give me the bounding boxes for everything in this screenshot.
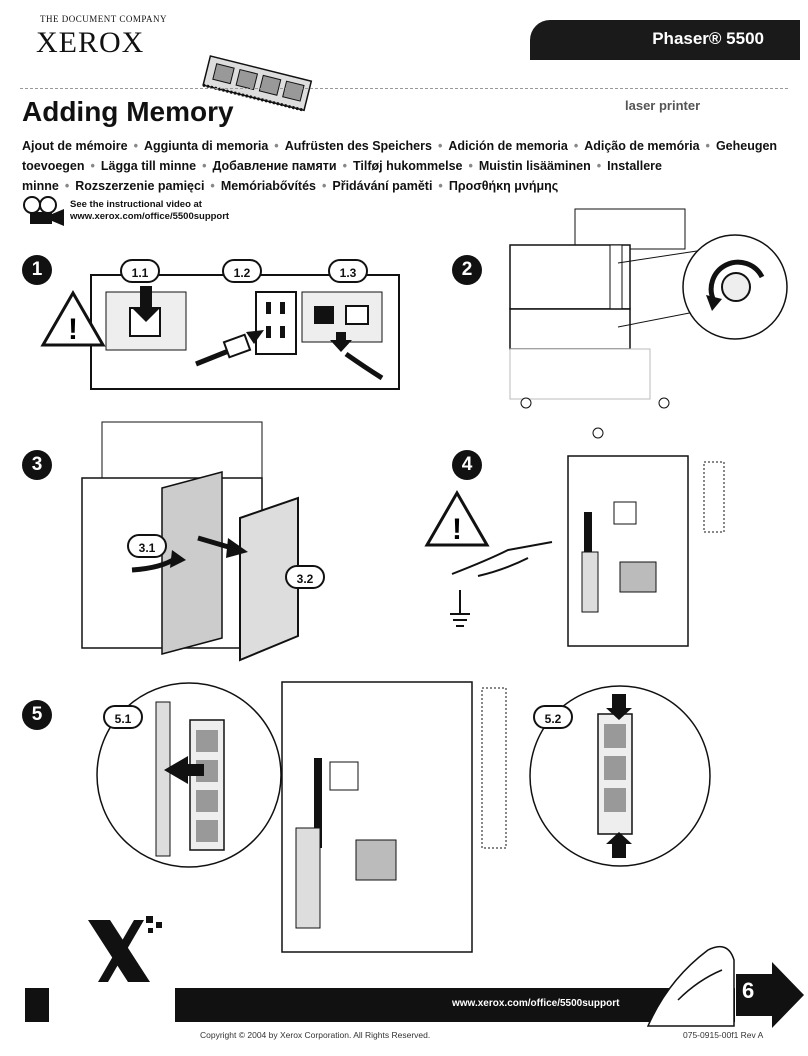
step-3-badge: 3 — [22, 450, 52, 480]
page-turn-hand-icon — [646, 945, 735, 1027]
controller-board-illustration — [567, 455, 725, 647]
separator-dot: • — [596, 159, 602, 173]
warning-icon: ! — [40, 290, 106, 347]
step-2-badge: 2 — [452, 255, 482, 285]
language-title: Adición de memoria — [448, 139, 568, 153]
product-subtitle: laser printer — [625, 98, 701, 113]
divider — [20, 88, 788, 89]
separator-dot: • — [210, 179, 215, 193]
separator-dot: • — [437, 139, 443, 153]
language-title: Muistin lisääminen — [478, 159, 591, 173]
step-3-2-label: 3.2 — [285, 565, 325, 589]
footer-bar — [175, 988, 735, 1022]
language-title: Rozszerzenie pamięci — [75, 179, 205, 193]
ground-hand-icon — [450, 541, 553, 627]
company-tagline: THE DOCUMENT COMPANY — [40, 14, 168, 24]
xerox-logo: XEROX — [36, 26, 145, 59]
separator-dot: • — [133, 139, 138, 153]
copyright: Copyright © 2004 by Xerox Corporation. A… — [200, 1030, 431, 1040]
language-title: Добавление памяти — [212, 159, 337, 173]
xerox-x-logo — [88, 916, 162, 982]
product-banner: Phaser® 5500 — [530, 20, 800, 60]
language-title: Adição de memória — [584, 139, 700, 153]
language-title: Installere minne — [22, 159, 662, 193]
separator-dot: • — [90, 159, 95, 173]
svg-text:!: ! — [452, 513, 462, 546]
step-5-2-label: 5.2 — [533, 705, 573, 729]
separator-dot: • — [573, 139, 579, 153]
product-name: Phaser® 5500 — [652, 29, 764, 48]
corner-block — [25, 988, 49, 1022]
language-title: Přidávání paměti — [332, 179, 433, 193]
memory-insert-closeup — [96, 682, 282, 868]
memory-module-icon — [202, 55, 313, 112]
step-1-2-label: 1.2 — [222, 259, 262, 283]
step-4-badge: 4 — [452, 450, 482, 480]
step-5-1-label: 5.1 — [103, 705, 143, 729]
page-number: 6 — [742, 978, 755, 1003]
separator-dot: • — [274, 139, 279, 153]
video-line-2: www.xerox.com/office/5500support — [70, 211, 230, 222]
step-3-1-label: 3.1 — [127, 534, 167, 558]
step-1-3-label: 1.3 — [328, 259, 368, 283]
separator-dot: • — [342, 159, 347, 173]
language-title: Lägga till minne — [100, 159, 197, 173]
language-title: Aufrüsten des Speichers — [284, 139, 432, 153]
page-title: Adding Memory — [22, 96, 234, 127]
clips-closeup — [529, 685, 711, 867]
side-panel-removal-illustration — [81, 421, 299, 662]
warning-icon: ! — [424, 490, 490, 547]
separator-dot: • — [321, 179, 327, 193]
step-5-badge: 5 — [22, 700, 52, 730]
language-title: Προσθήκη μνήμης — [448, 179, 559, 193]
separator-dot: • — [438, 179, 443, 193]
part-number: 075-0915-00f1 Rev A — [683, 1030, 764, 1040]
step-1-badge: 1 — [22, 255, 52, 285]
separator-dot: • — [468, 159, 473, 173]
language-title: Ajout de mémoire — [22, 139, 128, 153]
language-title: Geheugen toevoegen — [22, 139, 778, 173]
language-title: Memóriabővítés — [220, 179, 316, 193]
printer-rear-illustration — [509, 208, 788, 439]
step-1-1-label: 1.1 — [120, 259, 160, 283]
power-off-illustration — [105, 286, 384, 381]
next-page-arrow-icon[interactable] — [736, 960, 806, 1030]
svg-text:!: ! — [68, 313, 78, 346]
separator-dot: • — [64, 179, 70, 193]
language-title: Aggiunta di memoria — [143, 139, 269, 153]
language-title: Tilføj hukommelse — [352, 159, 463, 173]
film-camera-icon — [23, 196, 64, 226]
video-line-1: See the instructional video at — [70, 199, 202, 210]
controller-board-detail — [281, 681, 507, 953]
translated-titles: Ajout de mémoire • Aggiunta di memoria • Auf… — [22, 136, 792, 196]
separator-dot: • — [705, 139, 710, 153]
video-link[interactable]: See the instructional video at www.xerox… — [70, 199, 229, 223]
separator-dot: • — [202, 159, 207, 173]
footer-url[interactable]: www.xerox.com/office/5500support — [452, 998, 620, 1009]
